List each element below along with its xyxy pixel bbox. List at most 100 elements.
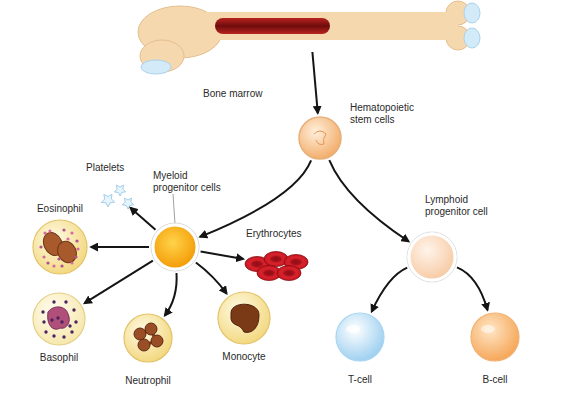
granule — [42, 320, 45, 323]
cell-illustration — [32, 219, 88, 275]
cartilage-cap — [464, 3, 480, 23]
cell-highlight — [346, 325, 360, 333]
cell-label: Monocyte — [199, 351, 289, 363]
platelet-shape — [114, 185, 125, 196]
granule — [64, 300, 67, 303]
platelet-shape — [101, 194, 114, 207]
granule — [50, 318, 53, 321]
cell-label: Platelets — [86, 162, 146, 174]
cell-label: Eosinophil — [15, 203, 105, 215]
cell-node: T-cell — [335, 312, 385, 362]
granule — [70, 261, 73, 264]
granule — [39, 245, 42, 248]
arrow-connector — [130, 208, 155, 230]
bone-shaft — [178, 12, 458, 40]
granule — [70, 231, 73, 234]
eosinophil-cell — [33, 220, 87, 274]
cell-illustration — [32, 292, 86, 346]
granule — [66, 237, 69, 240]
leader-line — [173, 194, 175, 224]
granule — [74, 320, 77, 323]
erythrocyte-center — [291, 259, 302, 265]
granule — [75, 239, 78, 242]
cell-texture — [314, 131, 326, 145]
cell-ring — [407, 232, 457, 282]
granule — [42, 255, 45, 258]
nucleus-lobe — [145, 323, 157, 335]
progenitor-cell — [153, 225, 197, 269]
stem-cell-node: Hematopoietic stem cells — [298, 116, 342, 160]
progenitor-node: Myeloid progenitor cells — [151, 223, 199, 271]
granule — [74, 255, 77, 258]
arrow-connector — [312, 52, 317, 113]
progenitor-node: Lymphoid progenitor cell — [407, 232, 457, 282]
cell-illustration — [470, 312, 520, 362]
arrow-connector — [200, 160, 311, 237]
arrow-connector — [457, 267, 488, 310]
granule — [43, 231, 46, 234]
bone-node: Bone marrow — [140, 0, 480, 50]
arrow-connector — [165, 273, 177, 316]
granule — [68, 324, 71, 327]
cell-illustration — [298, 116, 342, 160]
granule — [76, 247, 79, 250]
cell-label: Myeloid progenitor cells — [153, 170, 233, 193]
marrow-band — [215, 18, 330, 34]
granule — [52, 264, 55, 267]
cell-illustration — [335, 312, 385, 362]
basophil-cell — [33, 293, 85, 345]
cell-label: Lymphoid progenitor cell — [425, 194, 505, 217]
cell-nucleus — [231, 304, 259, 332]
cell-label: Neutrophil — [103, 375, 193, 387]
nucleus-lobe — [151, 335, 163, 347]
neutrophil-cell — [124, 314, 172, 362]
granule — [56, 316, 59, 319]
erythrocyte-center — [264, 270, 275, 276]
cell-node: Eosinophil — [32, 219, 88, 275]
cell-label: B-cell — [450, 374, 540, 386]
cartilage-cap — [141, 60, 171, 74]
granule — [52, 334, 55, 337]
granule — [62, 228, 65, 231]
granule — [72, 308, 75, 311]
arrow-connector — [201, 252, 244, 260]
progenitor-cell — [409, 234, 455, 280]
cell-nucleus — [48, 307, 70, 329]
cell-illustration — [140, 0, 480, 50]
cell-label: Hematopoietic stem cells — [350, 102, 430, 125]
granule — [60, 264, 63, 267]
granule — [46, 261, 49, 264]
cell-illustration — [244, 250, 310, 280]
nucleus-lobe — [138, 339, 150, 351]
cell-illustration — [151, 223, 199, 271]
b-cell — [471, 313, 519, 361]
cell-nucleus — [54, 238, 80, 266]
cell-label: Bone marrow — [203, 88, 293, 100]
cell-illustration — [217, 291, 271, 345]
granule — [52, 300, 55, 303]
cell-node: Monocyte — [217, 291, 271, 345]
nucleus-lobe — [134, 328, 146, 340]
granule — [62, 335, 65, 338]
granule — [44, 330, 47, 333]
erythrocyte-center — [271, 256, 282, 262]
arrow-connector — [85, 261, 153, 304]
cell-illustration — [123, 313, 173, 363]
arrow-connector — [329, 160, 408, 241]
arrow-connector — [372, 268, 408, 312]
erythrocyte-center — [252, 261, 263, 267]
erythrocyte — [277, 266, 301, 281]
cell-highlight — [481, 325, 495, 333]
t-cell — [336, 313, 384, 361]
erythrocytes-node: Erythrocytes — [244, 250, 310, 280]
cell-illustration — [100, 183, 134, 209]
platelet-shape — [122, 198, 133, 209]
arrow-connector — [196, 263, 227, 294]
granule — [57, 257, 60, 260]
cell-node: Basophil — [32, 292, 86, 346]
cell-node: Neutrophil — [123, 313, 173, 363]
granule — [70, 330, 73, 333]
erythrocyte-center — [284, 270, 295, 276]
